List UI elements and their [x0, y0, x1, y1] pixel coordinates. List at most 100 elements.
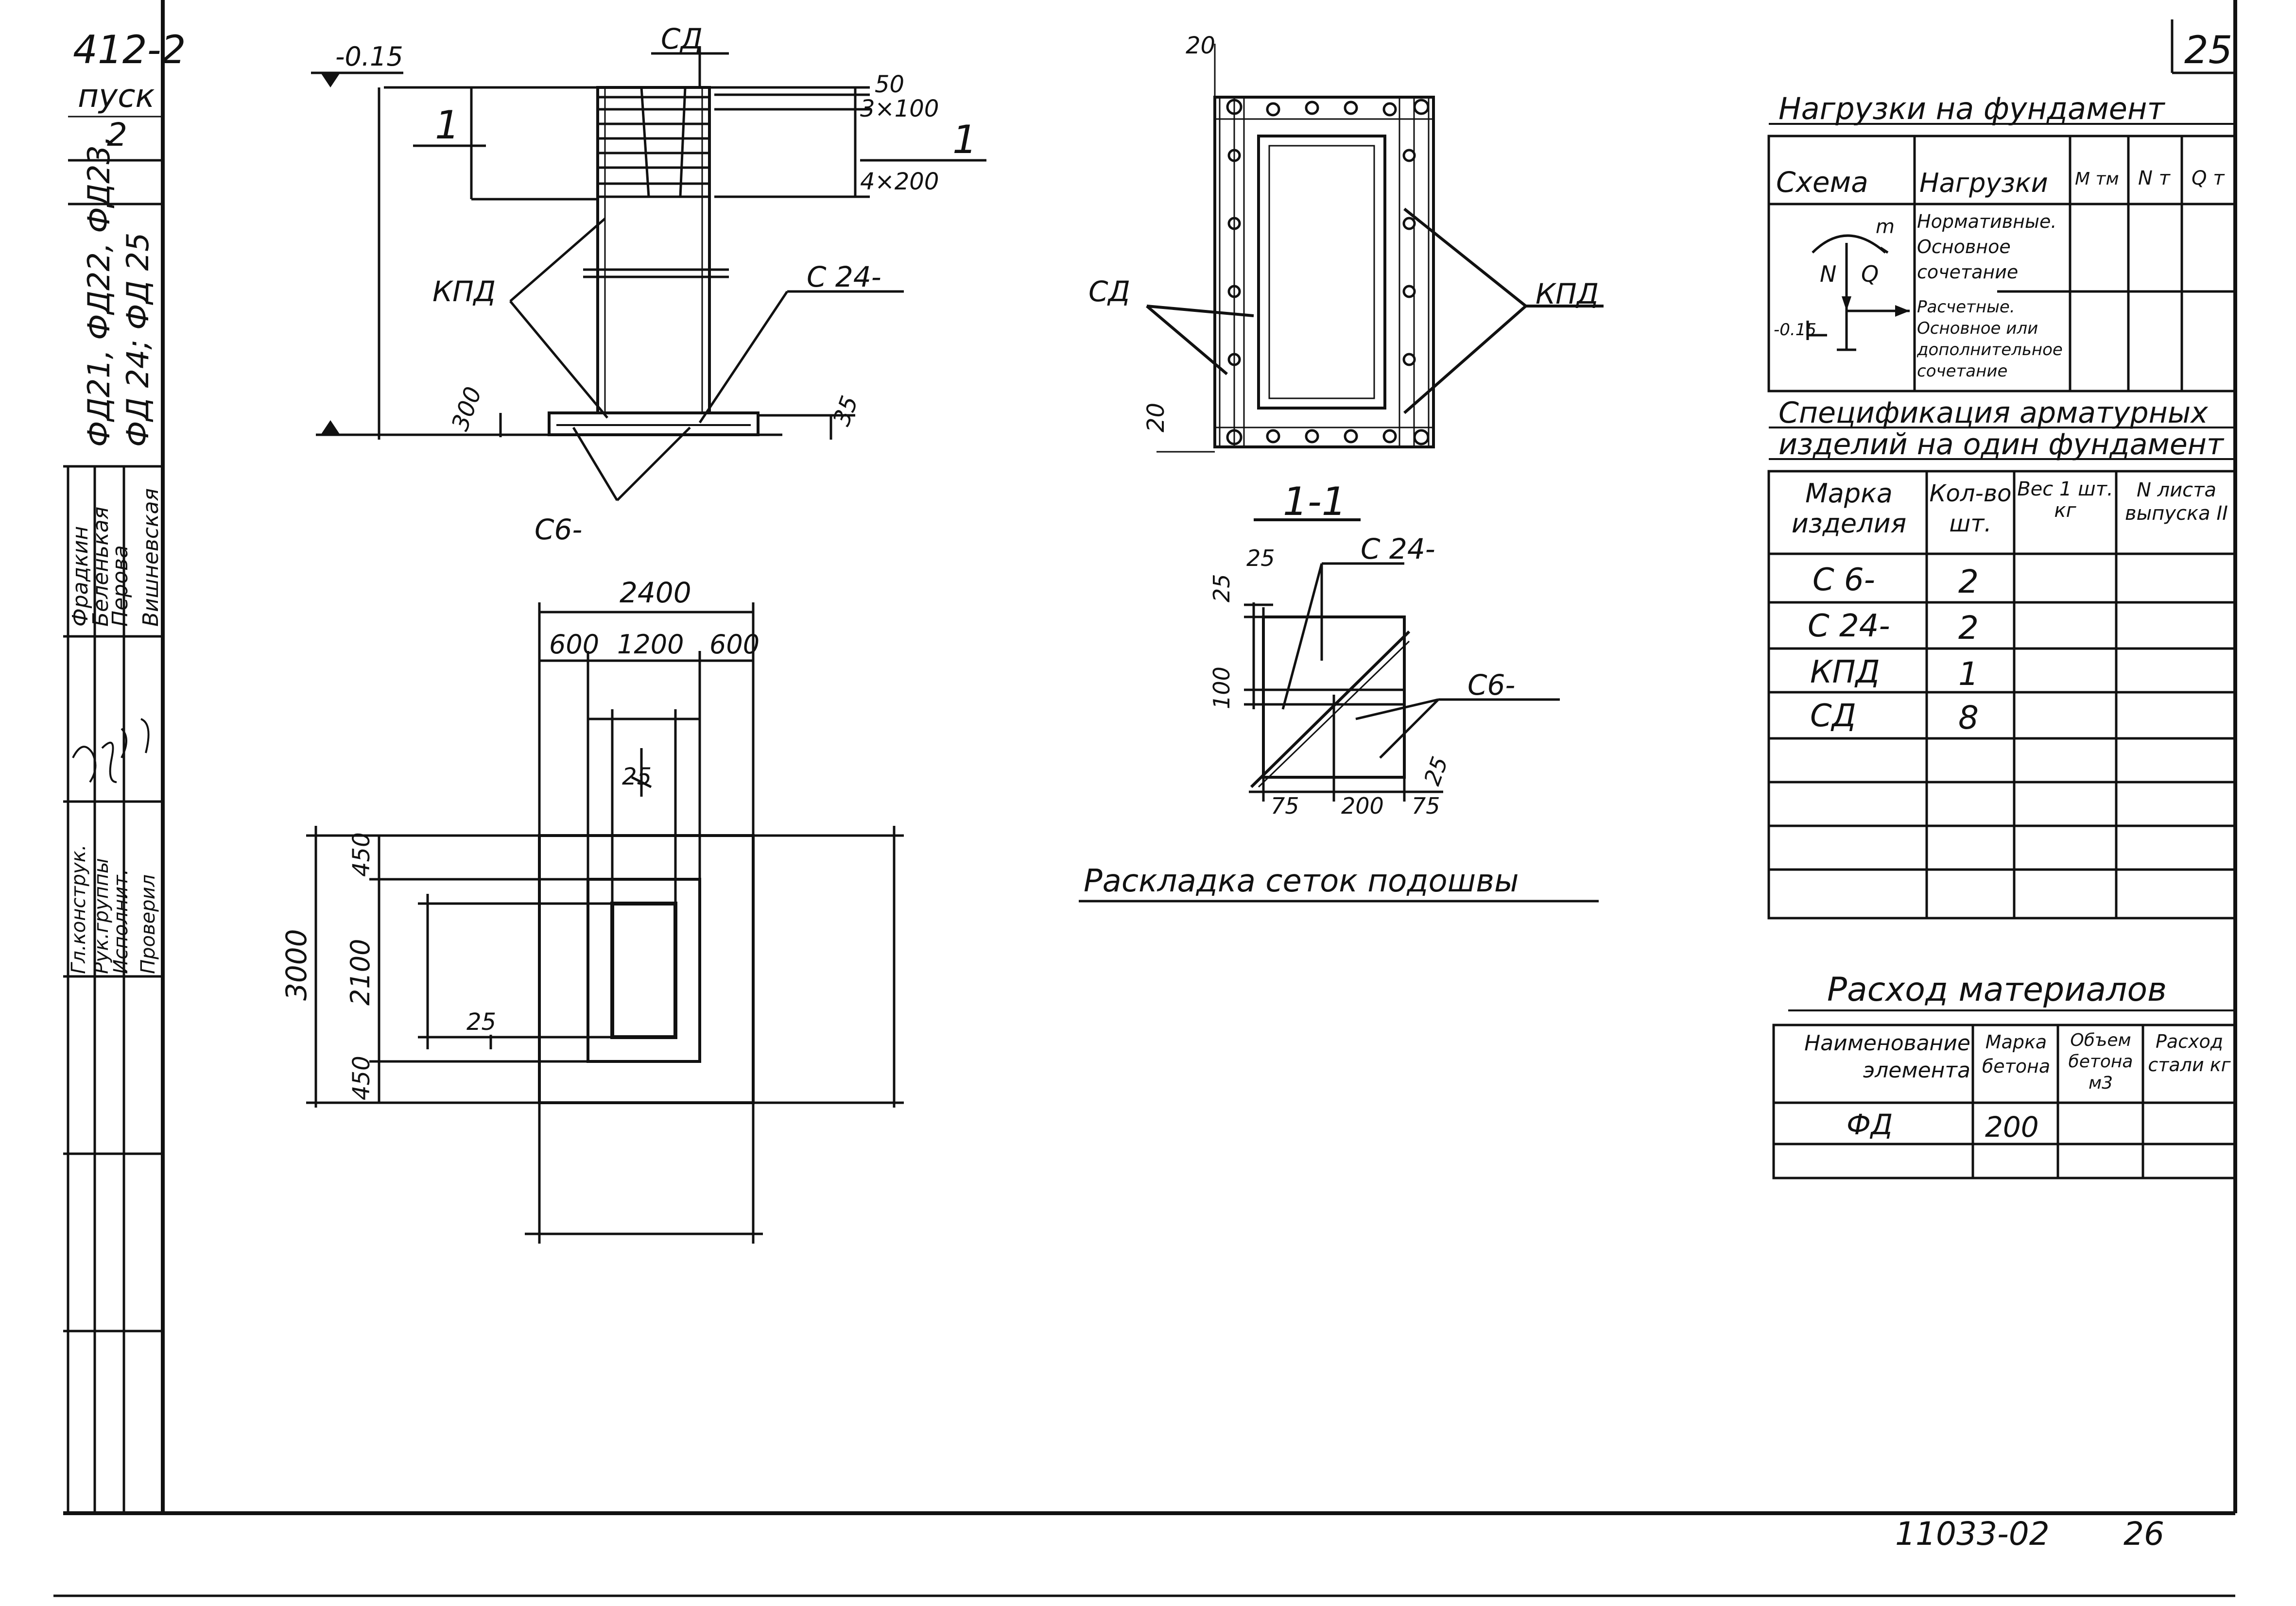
materials-table: Расход материалов Наименование элемента …	[1772, 971, 2237, 1179]
loads-row-normative: Нормативные. Основное сочетание	[1917, 211, 2056, 283]
loads-table-title: Нагрузки на фундамент	[1778, 91, 2165, 126]
spec-row-mark: С 6-	[1813, 562, 1875, 598]
dim-25-top-sec: 25	[1246, 545, 1275, 571]
elevation-view: -0.15 1 1 СД КПД С 24- С6- 50 3×100 4×20…	[311, 22, 986, 546]
dim-450-bottom: 450	[348, 1056, 375, 1100]
foundation-marks-line1: ФД21, ФД22, ФД23,	[81, 136, 117, 447]
load-arrow-icon	[1842, 296, 1910, 317]
dim-3x100: 3×100	[860, 95, 939, 122]
role-group-lead: Рук.группы	[90, 858, 113, 974]
spec-header-weight: Вес 1 шт. кг	[2017, 478, 2113, 521]
left-stamp: 412-2 пуск 2 ФД21, ФД22, ФД23, ФД 24; ФД…	[63, 27, 186, 1513]
series-code: 412-2	[73, 27, 186, 72]
section-title: 1-1	[1283, 479, 1347, 524]
level-top: -0.15	[335, 41, 403, 72]
doc-sheet: 26	[2123, 1515, 2164, 1553]
level-marker-icon	[321, 73, 340, 435]
dim-100-sec: 100	[1208, 666, 1235, 709]
dim-25-right-sec: 25	[1419, 753, 1453, 788]
loads-header-loads: Нагрузки	[1919, 168, 2048, 198]
spec-row-qty: 1	[1958, 655, 1979, 693]
dim-200-sec: 200	[1341, 793, 1384, 819]
spec-row-qty: 8	[1958, 699, 1979, 736]
label-sd: СД	[661, 22, 703, 55]
spec-row-mark: КПД	[1810, 654, 1880, 690]
label-s24: С 24-	[807, 260, 881, 293]
role-chief-designer: Гл.конструк.	[68, 844, 90, 974]
dim-35: 35	[828, 393, 864, 430]
issue-number: 2	[107, 116, 127, 154]
plan-view: 2400 600 1200 600 25 25 3000 450 2100 45…	[280, 576, 904, 1244]
doc-number: 11033-02	[1895, 1515, 2050, 1553]
loads-header-q: Q т	[2192, 167, 2225, 189]
section-mark-1-left: 1	[435, 103, 460, 148]
dim-1200: 1200	[617, 629, 684, 660]
spec-title-line1: Спецификация арматурных	[1778, 396, 2208, 430]
spec-header-mark: Марка изделия	[1792, 478, 1906, 539]
spec-row-qty: 2	[1958, 563, 1979, 600]
dim-20-top: 20	[1186, 32, 1215, 59]
dim-300: 300	[447, 383, 487, 434]
spec-header-qty: Кол-во шт.	[1929, 480, 2011, 537]
scheme-label-n: N	[1820, 261, 1836, 287]
scheme-label-q: Q	[1861, 261, 1879, 287]
dim-600-right: 600	[709, 629, 760, 660]
materials-row-grade: 200	[1985, 1111, 2039, 1144]
signature-marks	[72, 718, 150, 783]
dim-75-right-sec: 75	[1412, 793, 1440, 819]
dim-450-top: 450	[348, 832, 375, 877]
dim-3000: 3000	[280, 929, 313, 1001]
spec-row-mark: С 24-	[1808, 608, 1890, 644]
section-mark-1-right: 1	[952, 117, 977, 162]
label-s6: С6-	[535, 513, 582, 546]
loads-header-scheme: Схема	[1776, 166, 1868, 199]
label-kpd: КПД	[432, 275, 496, 308]
dim-25-top: 25	[622, 763, 652, 790]
spec-row-qty: 2	[1958, 609, 1979, 647]
label-sd-top: СД	[1088, 275, 1130, 308]
sheet-frame	[53, 0, 2237, 1597]
spec-title-line2: изделий на один фундамент	[1778, 427, 2225, 461]
dim-75-left-sec: 75	[1271, 793, 1299, 819]
loads-table: Нагрузки на фундамент Схема Нагрузки M т…	[1767, 91, 2237, 393]
materials-header-volume: Объем бетона м3	[2069, 1030, 2133, 1093]
load-scheme-diagram	[1806, 234, 1910, 351]
spec-header-sheet: N листа выпуска II	[2125, 479, 2228, 525]
materials-title: Расход материалов	[1827, 971, 2167, 1009]
materials-header-grade: Марка бетона	[1982, 1031, 2050, 1077]
loads-row-design: Расчетные. Основное или дополнительное с…	[1917, 297, 2063, 381]
issue-label: пуск	[78, 77, 155, 115]
section-view: 1-1 25 25 100 25 75 200 75 С 24- С6- Рас…	[1079, 479, 1599, 903]
dim-25-left-sec: 25	[1208, 574, 1235, 602]
label-kpd-top: КПД	[1536, 277, 1599, 310]
scheme-label-level: -0.15	[1774, 320, 1816, 340]
label-s24-sec: С 24-	[1361, 532, 1435, 565]
dim-25-side: 25	[466, 1008, 496, 1036]
page-number: 25	[2184, 29, 2232, 72]
dim-50: 50	[875, 71, 904, 98]
role-executor: Исполнит.	[110, 869, 132, 974]
foundation-marks-line2: ФД 24; ФД 25	[120, 233, 155, 447]
dim-2100: 2100	[345, 939, 376, 1006]
dim-4x200: 4×200	[860, 168, 939, 195]
name-chief-designer: Фрадкин	[68, 526, 93, 627]
rebar-dots	[1226, 99, 1430, 445]
label-s6-sec: С6-	[1467, 668, 1515, 701]
doc-number-block: 11033-02 26	[1895, 1515, 2164, 1553]
spec-table: Спецификация арматурных изделий на один …	[1767, 396, 2237, 920]
section-caption: Раскладка сеток подошвы	[1084, 863, 1519, 899]
scheme-label-m: m	[1876, 216, 1895, 238]
top-view: 20 20 СД КПД	[1088, 32, 1604, 453]
materials-header-steel: Расход стали кг	[2148, 1031, 2230, 1076]
dim-20-bottom: 20	[1142, 403, 1170, 432]
name-executor: Перова	[108, 545, 133, 627]
role-checker: Проверил	[137, 874, 159, 974]
dim-2400: 2400	[620, 576, 691, 609]
loads-header-m: M тм	[2075, 169, 2119, 189]
materials-row-name: ФД	[1847, 1108, 1893, 1141]
name-checker: Вишневская	[138, 488, 163, 627]
name-group-lead: Беленькая	[88, 507, 113, 627]
materials-header-name: Наименование элемента	[1804, 1031, 1970, 1083]
spec-row-mark: СД	[1810, 698, 1856, 734]
